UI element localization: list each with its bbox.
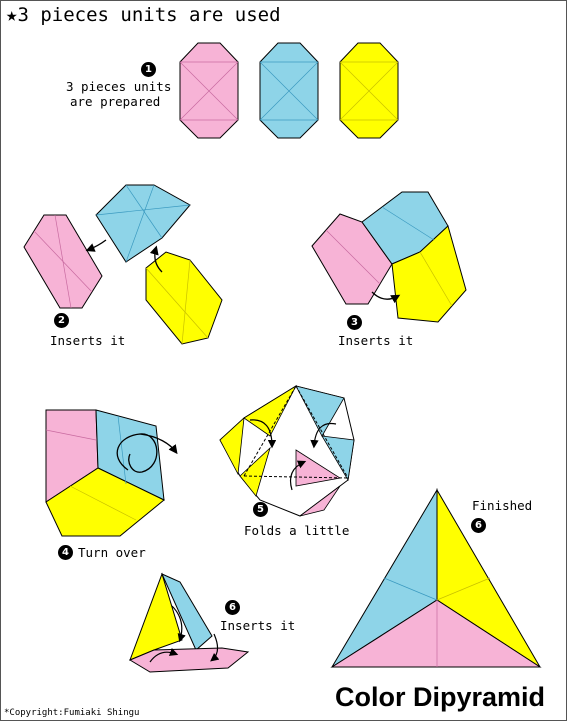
- diagram-title: Color Dipyramid: [334, 681, 545, 712]
- step-1-caption-line2: are prepared: [70, 94, 161, 109]
- step5-arrow-2: [310, 422, 337, 449]
- step4-assembly: [45, 409, 165, 537]
- step-1-caption-line1: 3 pieces units: [66, 79, 172, 94]
- step2-arrow-up: [149, 245, 163, 273]
- step6-arrow-3: [210, 633, 220, 662]
- step-4-caption: Turn over: [78, 545, 146, 560]
- step-2-caption: Inserts it: [50, 333, 126, 348]
- step2-pink-unit: [23, 214, 103, 309]
- step6-arrow-2: [149, 647, 179, 663]
- unit-yellow: [339, 42, 399, 139]
- step2-blue-unit: [95, 184, 191, 263]
- step-5-caption: Folds a little: [244, 523, 350, 538]
- step-5-number: 5: [253, 502, 268, 517]
- step-1-number: 1: [141, 62, 156, 77]
- step3-assembly: [311, 191, 467, 323]
- copyright: *Copyright:Fumiaki Shingu: [4, 707, 140, 718]
- step-6-number: 6: [225, 600, 240, 615]
- step-2-number: 2: [54, 313, 69, 328]
- step3-arrow: [371, 291, 401, 304]
- step6-arrow-1: [171, 605, 186, 643]
- step2-arrow-left: [85, 239, 107, 252]
- step5-arrow-3: [289, 460, 307, 491]
- step-3-number: 3: [347, 315, 362, 330]
- turn-over-arrow: [116, 433, 176, 473]
- unit-pink: [179, 42, 239, 139]
- header-title: ★3 pieces units are used: [6, 4, 281, 27]
- step2-yellow-unit: [145, 251, 223, 345]
- finished-number: 6: [471, 518, 486, 533]
- step-4-number: 4: [58, 545, 73, 560]
- finished-label: Finished: [472, 498, 533, 513]
- step5-arrow-1: [249, 419, 277, 449]
- star-icon: ★: [6, 4, 18, 26]
- step-3-caption: Inserts it: [338, 333, 414, 348]
- header-text: 3 pieces units are used: [17, 4, 281, 26]
- unit-blue: [259, 42, 319, 139]
- step-6-caption: Inserts it: [220, 618, 296, 633]
- step5-assembly: [219, 384, 355, 517]
- finished-dipyramid: [330, 488, 542, 668]
